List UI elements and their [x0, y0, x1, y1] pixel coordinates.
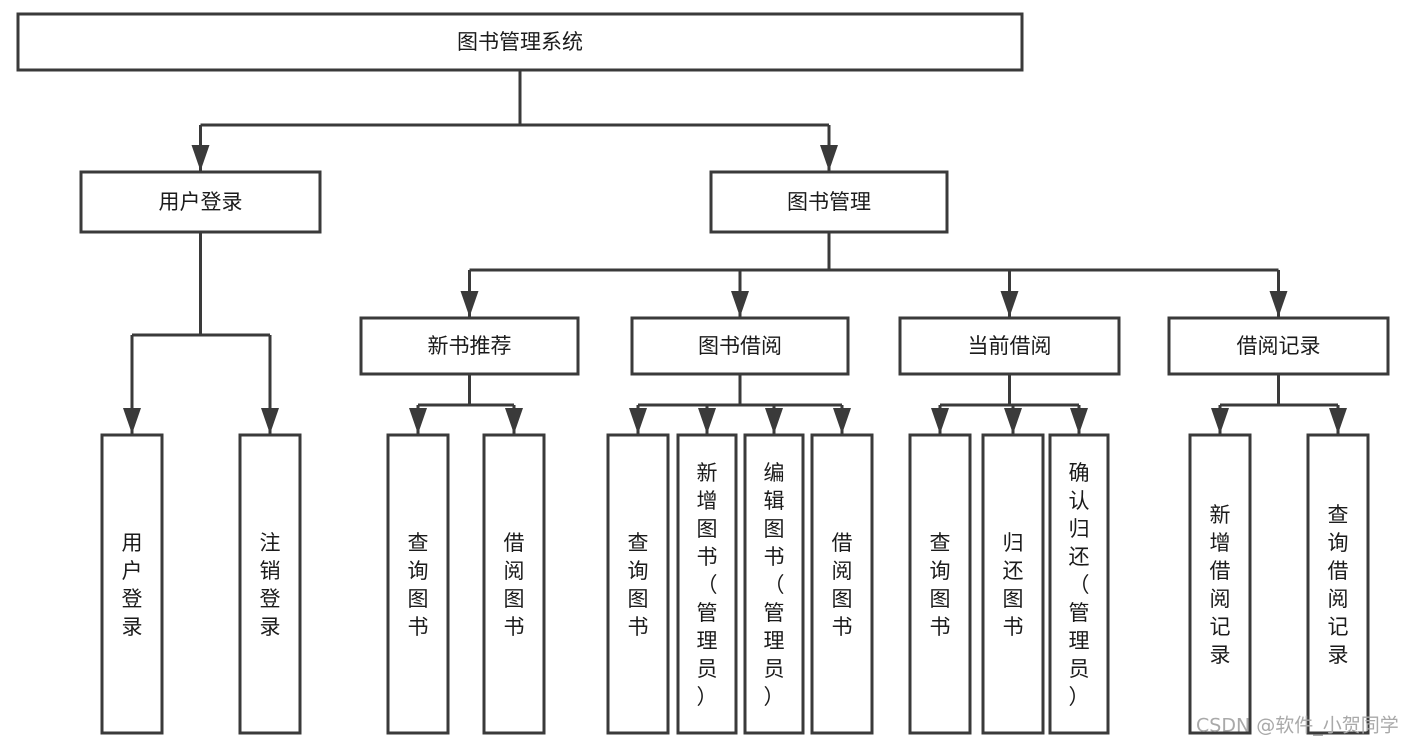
arrow-head-icon	[460, 291, 479, 317]
node-leaf-3[interactable]: 借阅图书	[482, 433, 546, 735]
node-leaf-1-box	[238, 433, 302, 735]
node-leaf-7[interactable]: 借阅图书	[810, 433, 874, 735]
node-leaf-4-box	[606, 433, 670, 735]
node-level3-3-box	[1167, 316, 1390, 376]
arrow-head-icon	[1000, 291, 1019, 317]
node-leaf-12-box	[1306, 433, 1370, 735]
node-leaf-2-label: 查询图书	[408, 531, 429, 639]
arrow-head-icon	[698, 408, 716, 434]
node-leaf-11-box	[1188, 433, 1252, 735]
node-leaf-7-label: 借阅图书	[832, 531, 853, 639]
node-level3-3[interactable]: 借阅记录	[1167, 316, 1390, 376]
node-level2-0-label: 用户登录	[159, 190, 243, 214]
node-level3-2[interactable]: 当前借阅	[898, 316, 1121, 376]
node-图书管理系统-root[interactable]: 图书管理系统	[16, 12, 1024, 72]
arrow-head-icon	[261, 408, 279, 434]
node-leaf-6-box	[743, 433, 805, 735]
node-layer: 图书管理系统用户登录图书管理新书推荐图书借阅当前借阅借阅记录用户登录注销登录查询…	[16, 12, 1390, 735]
node-图书管理系统-root-label: 图书管理系统	[457, 30, 583, 54]
node-leaf-0-box	[100, 433, 164, 735]
arrow-head-icon	[1269, 291, 1288, 317]
node-leaf-5-box	[676, 433, 738, 735]
node-level3-0-box	[359, 316, 580, 376]
node-leaf-8-label: 查询图书	[930, 531, 951, 639]
arrow-head-icon	[1070, 408, 1088, 434]
node-leaf-10-label: 确认归还（管理员）	[1069, 461, 1090, 709]
arrow-head-icon	[1329, 408, 1347, 434]
arrow-head-icon	[629, 408, 647, 434]
node-leaf-5[interactable]: 新增图书（管理员）	[676, 433, 738, 735]
node-level2-0[interactable]: 用户登录	[79, 170, 322, 234]
node-leaf-2-box	[386, 433, 450, 735]
arrow-head-icon	[1004, 408, 1022, 434]
node-leaf-10[interactable]: 确认归还（管理员）	[1048, 433, 1110, 735]
node-leaf-4-label: 查询图书	[628, 531, 649, 639]
node-leaf-11-label: 新增借阅记录	[1210, 503, 1231, 667]
node-leaf-6[interactable]: 编辑图书（管理员）	[743, 433, 805, 735]
arrow-head-icon	[833, 408, 851, 434]
node-level2-1-label: 图书管理	[787, 190, 871, 214]
node-leaf-1-label: 注销登录	[260, 531, 281, 639]
arrow-head-icon	[820, 145, 838, 171]
arrow-head-icon	[1211, 408, 1229, 434]
csdn-watermark: CSDN @软件_小贺同学	[1196, 715, 1399, 737]
node-level3-2-box	[898, 316, 1121, 376]
node-leaf-4[interactable]: 查询图书	[606, 433, 670, 735]
node-leaf-0-label: 用户登录	[122, 531, 143, 639]
arrow-head-icon	[123, 408, 141, 434]
arrow-head-icon	[409, 408, 427, 434]
arrow-head-icon	[731, 291, 749, 317]
arrow-head-icon	[191, 145, 210, 171]
node-leaf-1[interactable]: 注销登录	[238, 433, 302, 735]
node-leaf-8[interactable]: 查询图书	[908, 433, 972, 735]
node-level2-0-box	[79, 170, 322, 234]
node-level2-1[interactable]: 图书管理	[709, 170, 949, 234]
node-leaf-9[interactable]: 归还图书	[981, 433, 1045, 735]
node-leaf-6-label: 编辑图书（管理员）	[764, 461, 785, 709]
node-leaf-2[interactable]: 查询图书	[386, 433, 450, 735]
node-leaf-9-box	[981, 433, 1045, 735]
node-leaf-12[interactable]: 查询借阅记录	[1306, 433, 1370, 735]
node-leaf-11[interactable]: 新增借阅记录	[1188, 433, 1252, 735]
node-level3-1[interactable]: 图书借阅	[630, 316, 850, 376]
node-level3-1-label: 图书借阅	[698, 334, 782, 358]
node-level3-0-label: 新书推荐	[428, 334, 512, 358]
node-leaf-0[interactable]: 用户登录	[100, 433, 164, 735]
node-level3-3-label: 借阅记录	[1237, 334, 1321, 358]
arrow-head-icon	[505, 408, 523, 434]
node-leaf-7-box	[810, 433, 874, 735]
node-leaf-8-box	[908, 433, 972, 735]
node-level3-0[interactable]: 新书推荐	[359, 316, 580, 376]
node-leaf-12-label: 查询借阅记录	[1328, 503, 1349, 667]
node-leaf-3-box	[482, 433, 546, 735]
node-level3-1-box	[630, 316, 850, 376]
connector-layer	[123, 70, 1347, 434]
node-leaf-10-box	[1048, 433, 1110, 735]
node-leaf-5-label: 新增图书（管理员）	[697, 461, 718, 709]
arrow-head-icon	[931, 408, 949, 434]
node-leaf-3-label: 借阅图书	[504, 531, 525, 639]
node-leaf-9-label: 归还图书	[1003, 531, 1024, 639]
node-level3-2-label: 当前借阅	[968, 334, 1052, 358]
arrow-head-icon	[765, 408, 783, 434]
node-level2-1-box	[709, 170, 949, 234]
node-图书管理系统-root-box	[16, 12, 1024, 72]
